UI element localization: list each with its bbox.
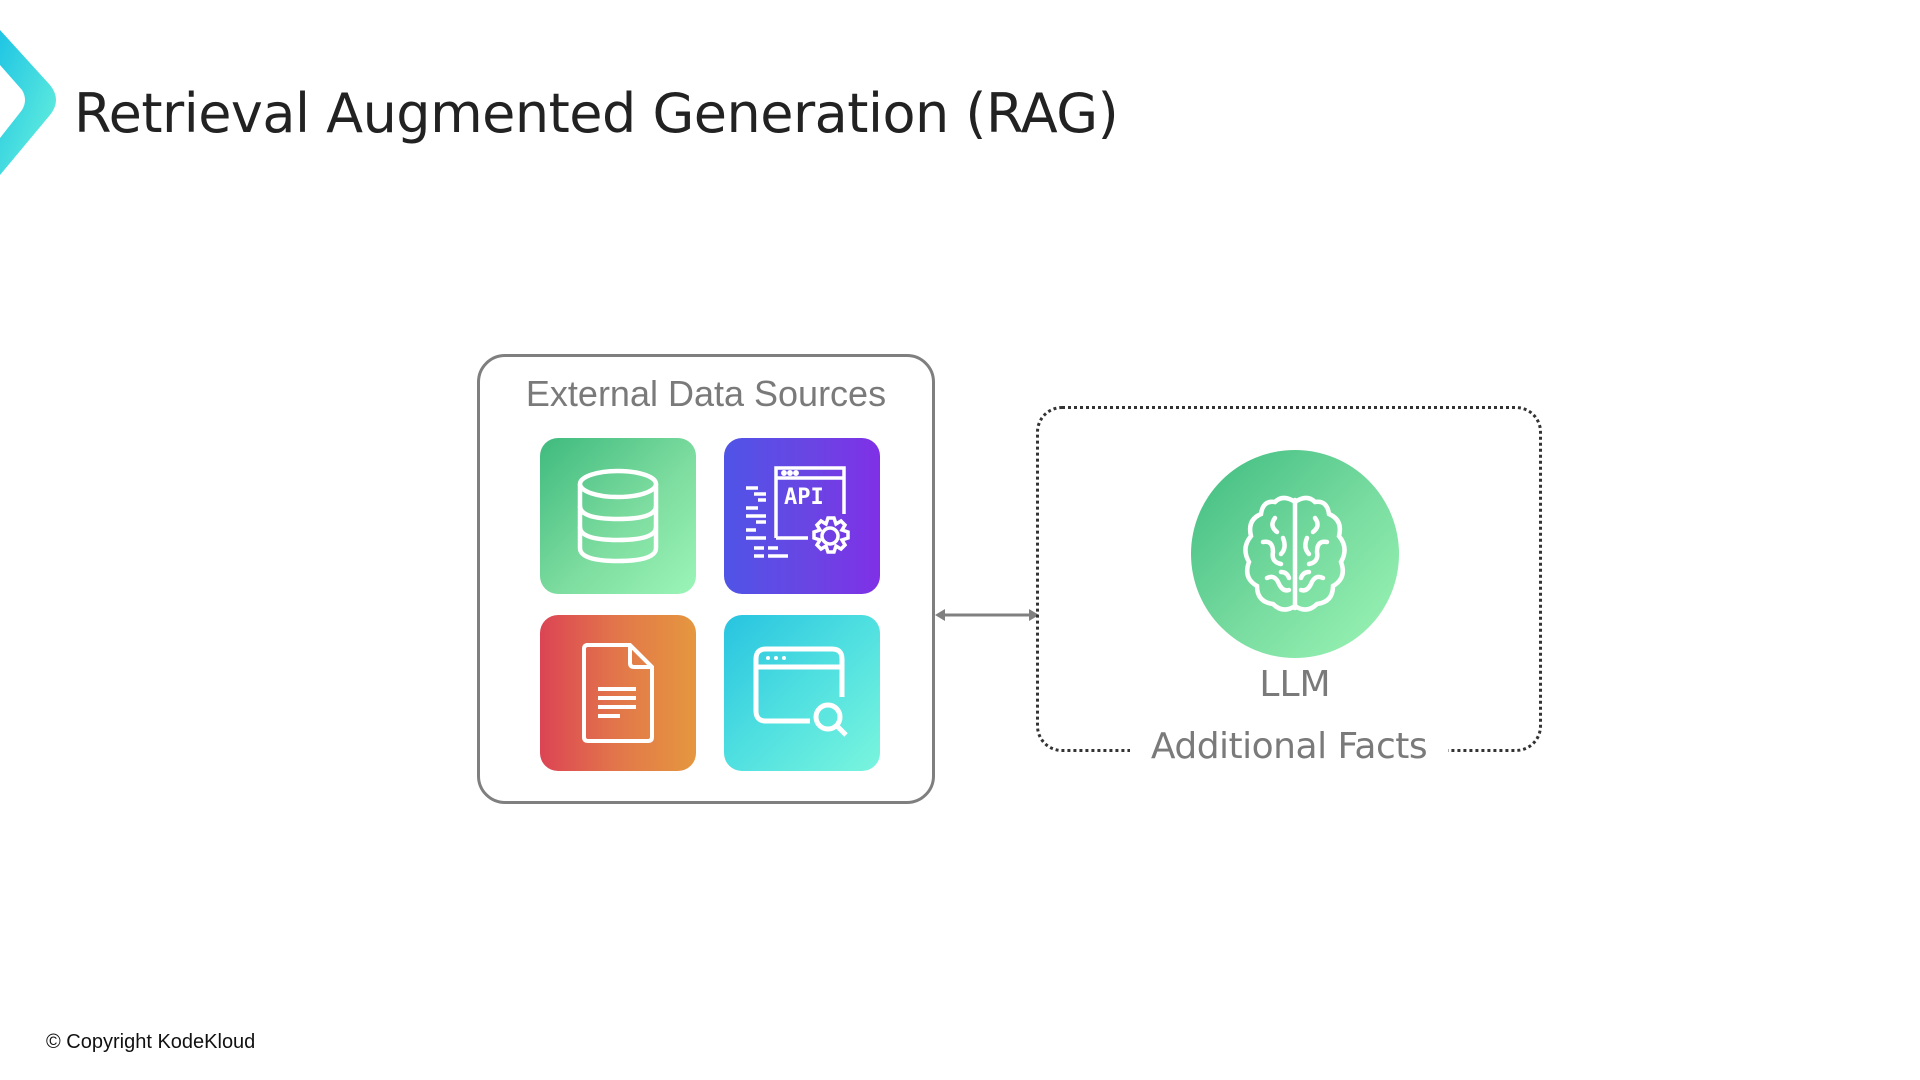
llm-label: LLM	[1259, 664, 1331, 705]
database-icon	[577, 468, 659, 564]
database-tile	[540, 438, 696, 594]
brain-icon	[1243, 495, 1347, 612]
web-search-tile	[724, 615, 880, 771]
additional-facts-label: Additional Facts	[1130, 726, 1448, 776]
browser-search-icon	[753, 646, 848, 737]
llm-node	[1191, 450, 1399, 658]
kodekloud-logo-icon	[0, 30, 56, 175]
bidirectional-arrow	[935, 609, 1039, 621]
slide-title: Retrieval Augmented Generation (RAG)	[74, 82, 1119, 145]
api-icon: API	[746, 466, 850, 558]
api-text: API	[784, 485, 824, 510]
document-tile	[540, 615, 696, 771]
external-data-sources-group: External Data Sources API	[477, 354, 935, 804]
external-data-sources-label: External Data Sources	[525, 373, 887, 414]
api-tile: API	[724, 438, 880, 594]
document-icon	[582, 643, 654, 743]
copyright-footer: © Copyright KodeKloud	[46, 1031, 256, 1053]
